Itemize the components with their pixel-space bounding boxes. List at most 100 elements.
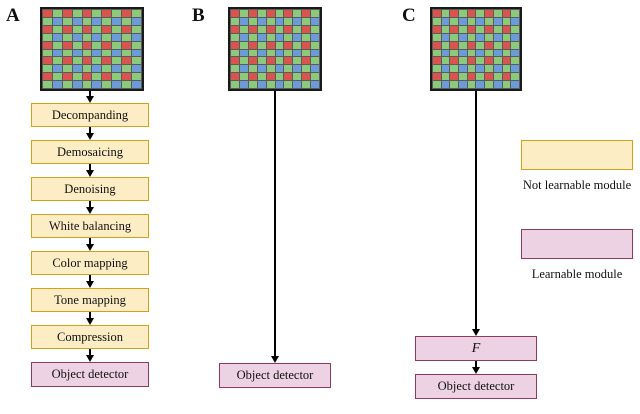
bayer-cell (467, 65, 476, 73)
bayer-cell (311, 10, 319, 17)
bayer-cell (231, 49, 239, 57)
bayer-cell (122, 17, 132, 25)
bayer-cell (72, 65, 82, 73)
bayer-cell (62, 73, 72, 81)
bayer-cell (248, 57, 257, 65)
bayer-cell (248, 41, 257, 49)
bayer-cell (52, 41, 62, 49)
bayer-cell (459, 33, 467, 41)
flow-box-denoising[interactable]: Denoising (31, 177, 149, 201)
bayer-cell (476, 81, 485, 88)
bayer-cell (92, 33, 102, 41)
legend-swatch-not-learnable (521, 140, 633, 170)
bayer-cell (293, 73, 302, 81)
bayer-cell (467, 73, 476, 81)
bayer-cell (112, 73, 122, 81)
flow-box-demosaicing[interactable]: Demosaicing (31, 140, 149, 164)
bayer-cell (72, 49, 82, 57)
bayer-cell (433, 65, 441, 73)
bayer-cell (275, 81, 284, 88)
bayer-cell (112, 17, 122, 25)
bayer-cell (293, 33, 302, 41)
flow-box-compression[interactable]: Compression (31, 325, 149, 349)
bayer-cell (43, 73, 52, 81)
bayer-cell (311, 73, 319, 81)
bayer-cell (493, 41, 502, 49)
bayer-cell (433, 17, 441, 25)
bayer-cell (311, 65, 319, 73)
bayer-cell (231, 33, 239, 41)
bayer-cell (239, 17, 248, 25)
flow-box-object-detector-a[interactable]: Object detector (31, 362, 149, 387)
bayer-cell (467, 10, 476, 17)
bayer-cell (485, 73, 493, 81)
bayer-cell (62, 25, 72, 33)
bayer-cell (43, 25, 52, 33)
bayer-cell (511, 65, 519, 73)
bayer-cell (493, 25, 502, 33)
bayer-cell (72, 41, 82, 49)
bayer-cell (82, 57, 92, 65)
flow-box-tone-mapping[interactable]: Tone mapping (31, 288, 149, 312)
bayer-cell (311, 41, 319, 49)
flow-box-white-balancing[interactable]: White balancing (31, 214, 149, 238)
bayer-cell (511, 57, 519, 65)
bayer-cell (72, 17, 82, 25)
flow-box-decompanding[interactable]: Decompanding (31, 103, 149, 127)
bayer-cell (302, 41, 311, 49)
bayer-cell (433, 81, 441, 88)
bayer-cell (43, 33, 52, 41)
bayer-cell (441, 49, 450, 57)
bayer-cell (92, 25, 102, 33)
bayer-cell (485, 41, 493, 49)
bayer-cell (485, 25, 493, 33)
bayer-cell (52, 17, 62, 25)
bayer-cell (72, 73, 82, 81)
bayer-cell (231, 81, 239, 88)
bayer-cell (52, 73, 62, 81)
flow-box-color-mapping[interactable]: Color mapping (31, 251, 149, 275)
bayer-cell (493, 57, 502, 65)
bayer-cell (502, 33, 511, 41)
bayer-cell (52, 10, 62, 17)
bayer-cell (311, 49, 319, 57)
flow-box-object-detector-b[interactable]: Object detector (219, 363, 331, 388)
bayer-cell (257, 25, 266, 33)
bayer-cell (239, 49, 248, 57)
bayer-cell (476, 25, 485, 33)
bayer-cell (275, 49, 284, 57)
bayer-cell (62, 10, 72, 17)
bayer-cell (239, 81, 248, 88)
bayer-cell (459, 25, 467, 33)
bayer-cell (302, 49, 311, 57)
bayer-cell (62, 49, 72, 57)
bayer-cell (266, 73, 275, 81)
bayer-cell (293, 41, 302, 49)
legend-swatch-learnable (521, 229, 633, 259)
bayer-cell (82, 49, 92, 57)
bayer-cell (511, 25, 519, 33)
bayer-cell (112, 10, 122, 17)
bayer-cell (257, 49, 266, 57)
bayer-cell (82, 41, 92, 49)
bayer-cell (302, 17, 311, 25)
bayer-cell (293, 49, 302, 57)
bayer-cell (467, 57, 476, 65)
bayer-cell (43, 41, 52, 49)
bayer-cell (266, 17, 275, 25)
flow-box-f-module[interactable]: F (415, 336, 537, 361)
flow-box-object-detector-c[interactable]: Object detector (415, 374, 537, 399)
bayer-cell (467, 25, 476, 33)
bayer-cell (450, 49, 459, 57)
bayer-cell (92, 10, 102, 17)
bayer-cell (459, 17, 467, 25)
bayer-cell (122, 57, 132, 65)
bayer-cell (248, 25, 257, 33)
bayer-cell (476, 41, 485, 49)
bayer-cell (302, 33, 311, 41)
bayer-cell (441, 41, 450, 49)
bayer-cell (62, 81, 72, 88)
bayer-cell (293, 81, 302, 88)
bayer-cell (433, 49, 441, 57)
